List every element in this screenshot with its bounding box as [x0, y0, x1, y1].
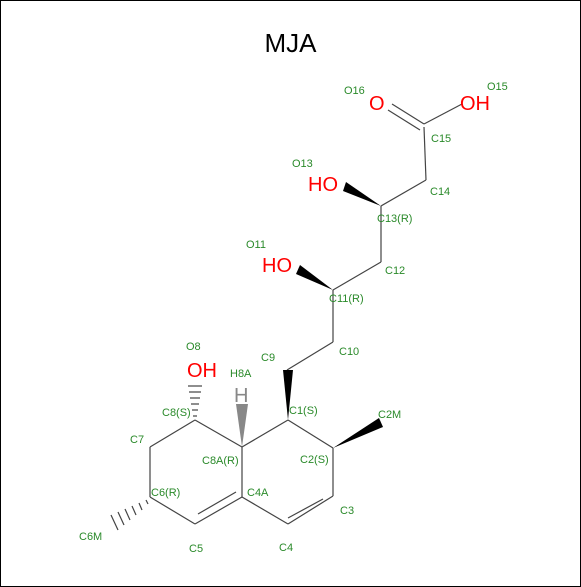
bond-c15-c14 [423, 126, 427, 181]
bond-c15-o16a [391, 103, 425, 125]
atom-label-c8: C8(S) [162, 407, 191, 419]
atom-label-c10: C10 [339, 346, 359, 358]
atom-label-c14: C14 [430, 186, 450, 198]
bond-c1-c2 [287, 419, 334, 449]
bond-c5-c4a-a [194, 496, 243, 525]
bond-c10-c9 [286, 341, 334, 371]
wedge-c13-o13 [343, 182, 381, 206]
bond-c15-o15 [423, 103, 463, 125]
bond-c3-c4b [287, 498, 324, 519]
bond-c4-c4a [241, 496, 289, 525]
atom-label-o11: O11 [246, 239, 266, 251]
atom-label-c3: C3 [340, 505, 354, 517]
oh-acid-symbol: OH [460, 93, 490, 115]
atom-label-c4a: C4A [247, 487, 269, 499]
bond-c14-c13 [380, 179, 427, 207]
atom-label-c2: C2(S) [300, 454, 329, 466]
wedge-c2-c2m [333, 418, 383, 448]
bond-c8a-c8 [194, 419, 243, 448]
atom-label-o15: O15 [487, 81, 508, 93]
bond-c3-c4a [287, 495, 334, 525]
atom-label-c15: C15 [431, 133, 451, 145]
atom-label-c7: C7 [130, 434, 144, 446]
ho-13-symbol: HO [308, 174, 338, 196]
bonds [149, 103, 463, 525]
bond-c15-o16b [387, 109, 421, 131]
heteroatom-symbols: O OH HO HO OH H [187, 93, 490, 407]
atom-label-c9: C9 [261, 352, 275, 364]
o-carbonyl-symbol: O [369, 93, 385, 115]
wedge-c1-c9 [283, 370, 293, 420]
oh-8-symbol: OH [187, 360, 217, 382]
atom-label-c4: C4 [279, 542, 293, 554]
bond-c12-c11 [332, 261, 382, 291]
molecule-title: MJA [264, 28, 317, 58]
atom-label-h8a: H8A [230, 368, 252, 380]
bond-c6-c5 [149, 496, 196, 525]
atom-label-o16: O16 [344, 85, 365, 97]
wedge-bonds [236, 182, 383, 448]
atom-label-c8a: C8A(R) [202, 455, 239, 467]
atom-labels: O16 O15 C15 C14 O13 C13(R) C12 O11 C11(R… [79, 81, 508, 555]
ho-11-symbol: HO [262, 255, 292, 277]
hashed-bonds [110, 385, 202, 531]
h-8a-symbol: H [234, 385, 248, 407]
atom-label-o8: O8 [186, 341, 201, 353]
bond-c8a-c1 [241, 419, 289, 448]
wedge-c8a-h [236, 404, 248, 447]
wedge-c11-o11 [296, 265, 333, 290]
atom-label-c6: C6(R) [151, 487, 180, 499]
atom-label-c1: C1(S) [289, 405, 318, 417]
bond-c8-c7 [149, 419, 196, 448]
bond-c5-c4a-b [197, 491, 237, 515]
atom-label-c6m: C6M [79, 531, 102, 543]
atom-label-c5: C5 [189, 543, 203, 555]
atom-label-c13: C13(R) [377, 213, 412, 225]
atom-label-o13: O13 [292, 158, 313, 170]
atom-label-c2m: C2M [378, 409, 401, 421]
atom-label-c12: C12 [385, 265, 405, 277]
atom-label-c11: C11(R) [329, 293, 364, 305]
